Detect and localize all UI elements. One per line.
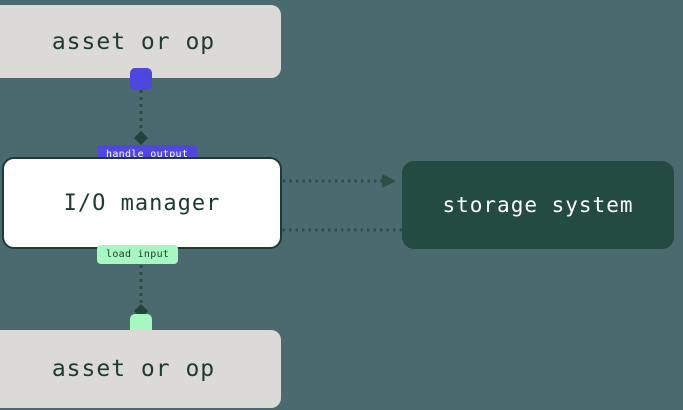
node-storage-system[interactable]: storage system bbox=[402, 161, 674, 249]
node-label: I/O manager bbox=[63, 190, 221, 216]
node-asset-or-op-bottom[interactable]: asset or op bbox=[0, 330, 281, 408]
arrow-marker-into-storage bbox=[382, 174, 396, 188]
node-asset-or-op-top[interactable]: asset or op bbox=[0, 5, 281, 78]
edge-label-text: handle output bbox=[106, 149, 189, 160]
edge-label-text: load input bbox=[106, 249, 170, 260]
node-io-manager[interactable]: I/O manager bbox=[2, 157, 282, 249]
node-label: asset or op bbox=[51, 28, 216, 55]
node-label: storage system bbox=[442, 193, 634, 217]
edge-label-load-input[interactable]: load input bbox=[97, 245, 179, 264]
diamond-marker-top bbox=[134, 131, 148, 145]
output-port-handle[interactable] bbox=[130, 68, 152, 90]
node-label: asset or op bbox=[51, 356, 216, 382]
